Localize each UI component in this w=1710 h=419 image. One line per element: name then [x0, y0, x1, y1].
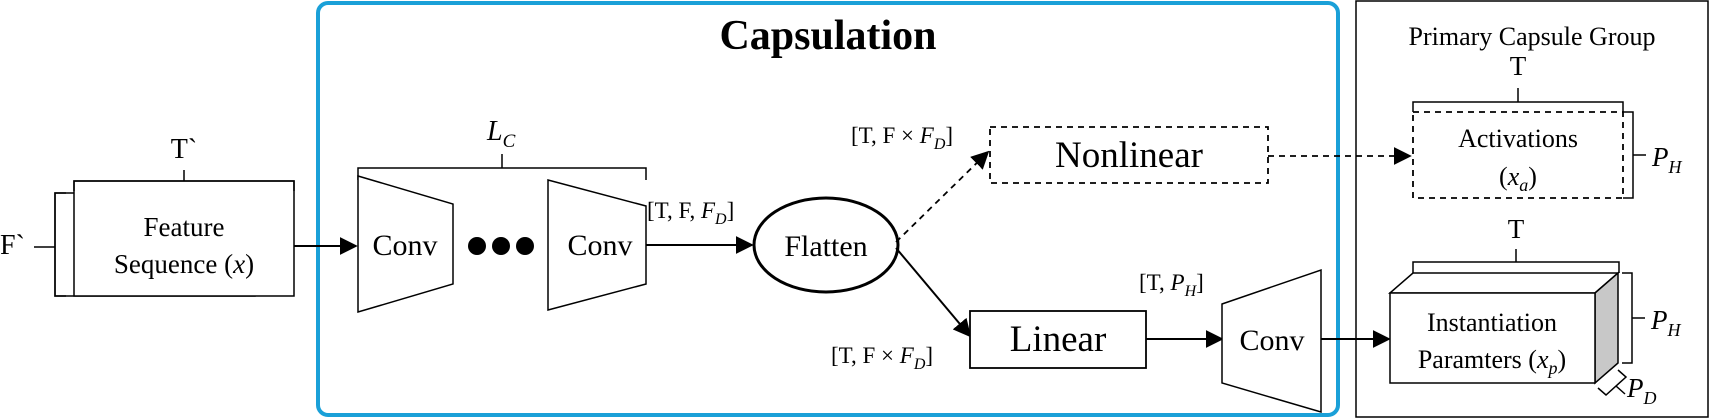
conv-block-2 [547, 179, 647, 311]
instantiation-time-label: T [1508, 214, 1525, 244]
linear-input-shape: [T, F × FD] [831, 343, 933, 373]
conv-stack: LC Conv Conv [357, 116, 647, 314]
conv-out-label: Conv [1239, 324, 1304, 357]
instantiation-height-label: PH [1650, 305, 1682, 340]
feature-sequence-block: T` F` Feature Sequence (x) [0, 134, 295, 297]
arrow-flatten-to-nonlinear [895, 150, 990, 243]
instantiation-depth-label: PD [1626, 373, 1657, 408]
instantiation-depth-brace [1597, 369, 1628, 397]
feature-dim-label: F` [0, 230, 25, 261]
flatten-input-shape: [T, F, FD] [647, 198, 734, 228]
ellipsis-dot-2 [492, 237, 510, 255]
instantiation-label-line2: Paramters (xp) [1418, 345, 1566, 378]
flatten-label: Flatten [784, 230, 867, 263]
capsulation-frame [316, 1, 1340, 417]
activations-height-label: PH [1651, 142, 1683, 177]
nonlinear-block [989, 126, 1269, 184]
conv-out-shape: [T, PH] [1139, 270, 1204, 300]
activations-time-label: T [1510, 51, 1527, 81]
activations-block: T PH Activations (xa) [1412, 51, 1683, 199]
feature-sequence-label-line2: Sequence (x) [114, 249, 254, 279]
conv-layer-count-label: LC [486, 116, 516, 152]
nonlinear-input-shape: [T, F × FD] [851, 123, 953, 153]
time-brace [73, 170, 295, 191]
linear-label: Linear [1010, 319, 1107, 360]
activations-label-line2: (xa) [1499, 162, 1537, 195]
activations-height-brace [1623, 111, 1646, 199]
conv-block-1-label: Conv [372, 229, 437, 262]
feature-sequence-label-line1: Feature [144, 212, 225, 242]
instantiation-height-brace [1622, 272, 1645, 364]
conv-out-block [1221, 268, 1322, 414]
nonlinear-label: Nonlinear [1055, 135, 1203, 176]
capsulation-title: Capsulation [719, 13, 936, 59]
activations-label-line1: Activations [1458, 124, 1578, 153]
conv-stack-brace [357, 154, 647, 180]
ellipsis-dot-3 [516, 237, 534, 255]
instantiation-block: T PH PD Instantiation Paramters (xp) [1387, 214, 1682, 408]
time-dim-label: T` [171, 134, 197, 165]
conv-block-2-label: Conv [567, 229, 632, 262]
ellipsis-dot-1 [468, 237, 486, 255]
arrow-flatten-to-linear [895, 247, 972, 338]
conv-block-1 [357, 174, 454, 314]
instantiation-time-brace [1412, 249, 1620, 273]
activations-time-brace [1412, 88, 1624, 112]
primary-capsule-group-title: Primary Capsule Group [1409, 22, 1656, 51]
primary-capsule-group-frame [1355, 0, 1709, 418]
flatten-node [752, 196, 900, 294]
feature-brace [34, 192, 66, 297]
instantiation-label-line1: Instantiation [1427, 308, 1557, 337]
